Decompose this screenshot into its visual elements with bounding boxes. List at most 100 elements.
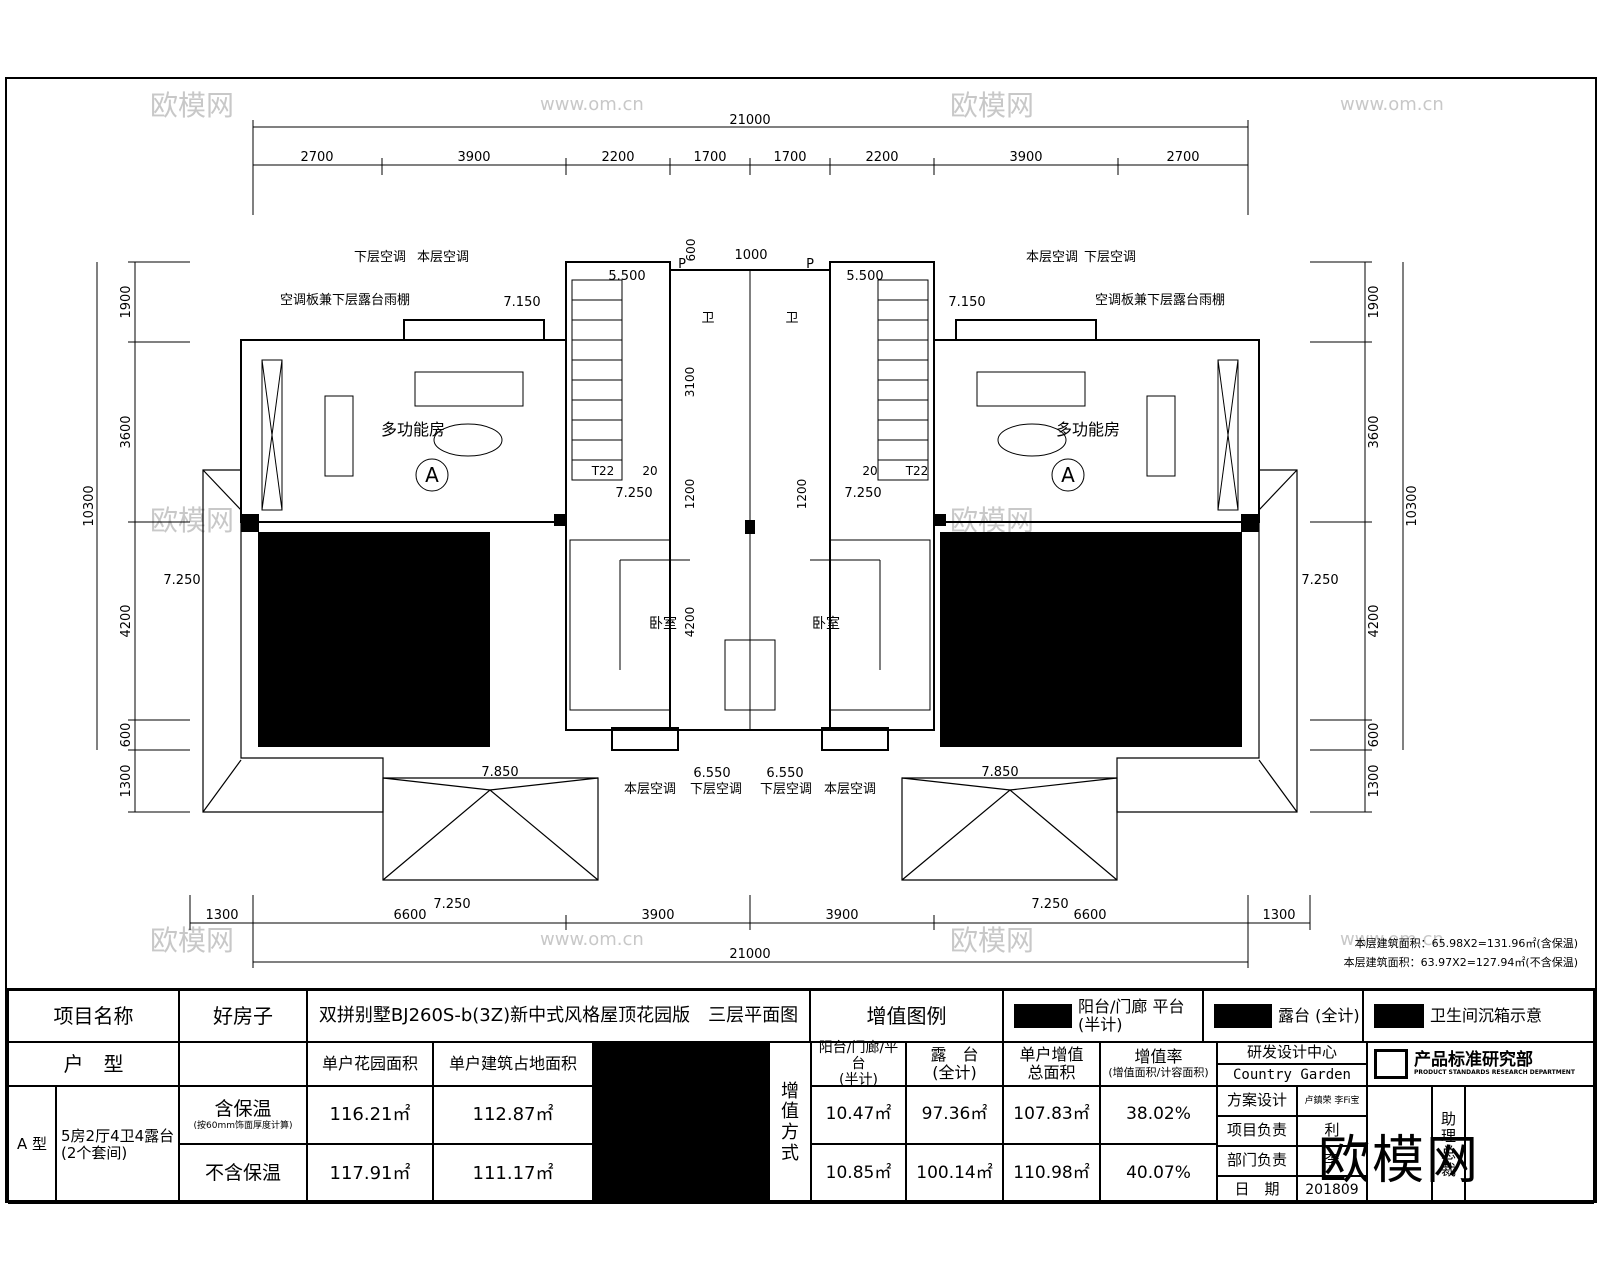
room-name: 卧室 (812, 615, 840, 632)
signature-cell (1367, 1086, 1432, 1204)
elevation-label: 7.250 (1301, 573, 1338, 588)
type-a-desc: 5房2厅4卫4露台 (2个套间) (56, 1086, 179, 1204)
dimension-label: 3900 (641, 908, 674, 923)
dimension-label: 10300 (82, 485, 97, 526)
stair-mark: T22 (591, 464, 615, 478)
ac-label: 本层空调 (824, 782, 876, 797)
dimension-label: 600 (1367, 723, 1382, 748)
plan-mark: P (678, 257, 686, 272)
dimension-label: 6600 (1073, 908, 1106, 923)
elevation-labels: 5.500 5.500 7.150 7.150 7.250 7.250 7.25… (163, 269, 1338, 912)
legend-label: 卫生间沉箱示意 (1430, 1005, 1543, 1025)
column (241, 514, 259, 532)
elevation-label: 7.250 (615, 486, 652, 501)
room-name: 多功能房 (1056, 420, 1120, 439)
row2-terrace: 100.14㎡ (906, 1144, 1003, 1204)
header-rate-note: (增值面积/计容面积) (1108, 1065, 1209, 1079)
legend-terrace: 露台 (全计) (1203, 990, 1363, 1042)
watermark: 欧模网 (950, 924, 1034, 957)
date-label: 日 期 (1217, 1176, 1297, 1204)
dept-lead-label: 部门负责 (1217, 1146, 1297, 1176)
dimension-label: 1200 (795, 479, 809, 510)
stair-mark: 20 (642, 464, 657, 478)
dimension-label: 21000 (729, 113, 770, 128)
elevation-label: 7.850 (981, 765, 1018, 780)
elevation-label: 5.500 (846, 269, 883, 284)
department-logo-text: 产品标准研究部 (1414, 1049, 1533, 1070)
watermark: www.om.cn (1340, 94, 1444, 115)
elevation-label: 7.250 (433, 897, 470, 912)
filled-room-right (940, 532, 1242, 747)
stair-mark: 20 (862, 464, 877, 478)
center-name-en: Country Garden (1217, 1064, 1367, 1086)
big-watermark: 欧模网 (1318, 1131, 1481, 1191)
plan-mark: 卫 (701, 311, 714, 326)
row1-garden: 116.21㎡ (307, 1086, 433, 1144)
row1-label: 含保温 (214, 1097, 272, 1120)
watermark: 欧模网 (150, 89, 234, 122)
dimension-label: 10300 (1405, 485, 1420, 526)
ac-label: 本层空调 (624, 782, 676, 797)
type-a-label: A 型 (8, 1086, 56, 1204)
header-total: 单户增值 总面积 (1003, 1042, 1100, 1086)
scheme-label: 方案设计 (1217, 1086, 1297, 1116)
project-lead-label: 项目负责 (1217, 1116, 1297, 1146)
dimension-label: 2700 (1166, 150, 1199, 165)
type-label: 户 型 (8, 1042, 179, 1086)
stair-mark: T22 (905, 464, 929, 478)
header-terrace: 露 台 (全计) (906, 1042, 1003, 1086)
elevation-label: 7.250 (844, 486, 881, 501)
title-block-table: 项目名称 好房子 双拼别墅BJ260S-b(3Z)新中式风格屋顶花园版 三层平面… (6, 988, 1596, 1204)
row1-label-cell: 含保温(按60mm饰面厚度计算) (179, 1086, 307, 1144)
legend-label: 露台 (全计) (1278, 1005, 1360, 1025)
elevation-label: 7.150 (948, 295, 985, 310)
dimension-label: 1300 (205, 908, 238, 923)
header-garden: 单户花园面积 (307, 1042, 433, 1086)
row1-terrace: 97.36㎡ (906, 1086, 1003, 1144)
dimension-label: 600 (119, 723, 134, 748)
header-rate: 增值率(增值面积/计容面积) (1100, 1042, 1217, 1086)
area-note: 本层建筑面积：63.97X2=127.94㎡(不含保温) (1344, 955, 1578, 969)
dimension-label: 2700 (300, 150, 333, 165)
date-value: 201809 (1297, 1176, 1367, 1204)
dimension-label: 4200 (1367, 604, 1382, 637)
legend-swatch (1374, 1004, 1424, 1028)
legend-balcony: 阳台/门廊 平台 (半计) (1003, 990, 1203, 1042)
interior-lines (261, 270, 1239, 730)
watermark: www.om.cn (540, 929, 644, 950)
dimension-label: 3900 (1009, 150, 1042, 165)
filled-room-left (258, 532, 490, 747)
elevation-label: 7.850 (481, 765, 518, 780)
dimension-label: 1300 (1262, 908, 1295, 923)
row1-rate: 38.02% (1100, 1086, 1217, 1144)
watermark: www.om.cn (540, 94, 644, 115)
dimension-label: 1900 (1367, 285, 1382, 318)
row1-footprint: 112.87㎡ (433, 1086, 593, 1144)
dimension-label: 4200 (119, 604, 134, 637)
dimension-label: 1300 (119, 764, 134, 797)
elevation-label: 5.500 (608, 269, 645, 284)
dept-lead-name: 李 (1297, 1146, 1367, 1176)
header-balcony: 阳台/门廊/平台 (半计) (811, 1040, 906, 1088)
elevation-label: 7.150 (503, 295, 540, 310)
dimension-label: 1200 (683, 479, 697, 510)
scheme-names: 卢鎮荣 李Fi宝 (1297, 1086, 1367, 1116)
row2-total: 110.98㎡ (1003, 1144, 1100, 1204)
project-name-label: 项目名称 (8, 990, 179, 1042)
bottom-dimension-labels: 1300 6600 3900 3900 6600 1300 21000 (205, 908, 1295, 962)
dimension-label: 1700 (773, 150, 806, 165)
ac-label: 下层空调 (1084, 250, 1136, 265)
dimension-label: 600 (684, 239, 698, 262)
row2-label: 不含保温 (179, 1144, 307, 1204)
center-name: 研发设计中心 (1217, 1042, 1367, 1064)
ac-label: 本层空调 (1026, 250, 1078, 265)
department-logo-icon (1374, 1049, 1408, 1079)
dimension-label: 1300 (1367, 764, 1382, 797)
plan-mark: P (806, 257, 814, 272)
dimension-label: 2200 (865, 150, 898, 165)
black-block (593, 1042, 769, 1204)
bottom-dimensions (189, 895, 1311, 968)
watermark: 欧模网 (150, 504, 234, 537)
dimension-label: 4200 (683, 607, 697, 638)
